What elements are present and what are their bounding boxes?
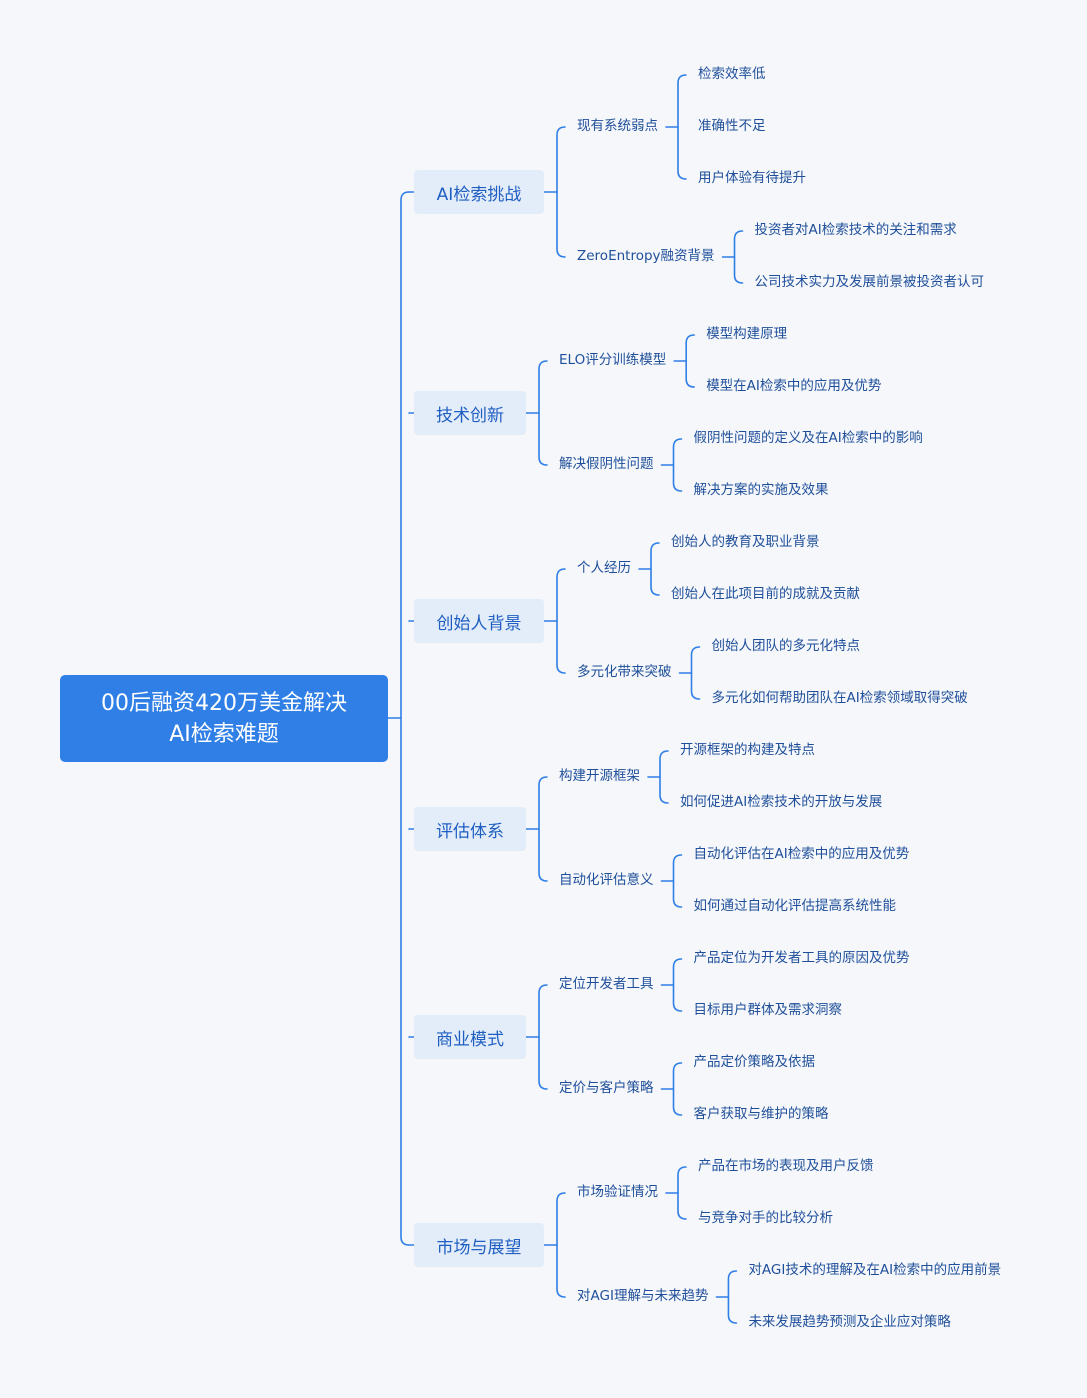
leaf-topic[interactable]: 与竞争对手的比较分析 (697, 1210, 833, 1226)
leaf-topic[interactable]: 如何促进AI检索技术的开放与发展 (679, 794, 883, 810)
leaf-bracket (727, 1270, 738, 1324)
leaf-bracket (677, 1166, 687, 1220)
leaf-bracket (672, 438, 683, 492)
sub-bracket (556, 568, 566, 674)
leaf-bracket (677, 74, 687, 180)
sub-topic[interactable]: 现有系统弱点 (577, 118, 658, 134)
sub-bracket (538, 776, 548, 882)
leaf-topic[interactable]: 如何通过自动化评估提高系统性能 (693, 898, 896, 914)
sub-topic[interactable]: 解决假阴性问题 (559, 456, 654, 472)
leaf-topic[interactable]: 目标用户群体及需求洞察 (693, 1002, 842, 1018)
leaf-topic[interactable]: 解决方案的实施及效果 (693, 482, 829, 498)
branch-topic[interactable]: 商业模式 (414, 1015, 526, 1059)
leaf-bracket (672, 854, 683, 908)
leaf-topic[interactable]: 公司技术实力及发展前景被投资者认可 (754, 274, 985, 290)
root-topic[interactable]: 00后融资420万美金解决 AI检索难题 (60, 675, 388, 762)
sub-topic[interactable]: 对AGI理解与未来趋势 (577, 1288, 709, 1304)
sub-topic[interactable]: 构建开源框架 (559, 768, 640, 784)
leaf-topic[interactable]: 假阴性问题的定义及在AI检索中的影响 (693, 430, 923, 446)
leaf-bracket (659, 750, 669, 804)
leaf-topic[interactable]: 客户获取与维护的策略 (693, 1106, 829, 1122)
branch-topic[interactable]: AI检索挑战 (414, 170, 544, 214)
sub-topic[interactable]: 市场验证情况 (577, 1184, 658, 1200)
leaf-bracket (733, 230, 744, 284)
leaf-topic[interactable]: 多元化如何帮助团队在AI检索领域取得突破 (711, 690, 968, 706)
sub-topic[interactable]: 定价与客户策略 (559, 1080, 654, 1096)
leaf-topic[interactable]: 模型在AI检索中的应用及优势 (706, 378, 882, 394)
sub-bracket (556, 126, 566, 258)
leaf-topic[interactable]: 产品在市场的表现及用户反馈 (697, 1158, 874, 1174)
leaf-topic[interactable]: 对AGI技术的理解及在AI检索中的应用前景 (748, 1262, 1002, 1278)
root-topic-line-1: 00后融资420万美金解决 (101, 690, 347, 716)
leaf-bracket (650, 542, 660, 596)
trunk-line (400, 191, 410, 1246)
sub-topic[interactable]: ELO评分训练模型 (559, 352, 667, 368)
root-topic-line-2: AI检索难题 (169, 721, 279, 747)
sub-topic[interactable]: 自动化评估意义 (559, 872, 654, 888)
leaf-topic[interactable]: 模型构建原理 (706, 326, 788, 342)
leaf-bracket (672, 958, 683, 1012)
branch-topic[interactable]: 创始人背景 (414, 599, 544, 643)
leaf-topic[interactable]: 创始人在此项目前的成就及贡献 (670, 586, 860, 602)
leaf-topic[interactable]: 投资者对AI检索技术的关注和需求 (754, 222, 957, 238)
leaf-topic[interactable]: 未来发展趋势预测及企业应对策略 (748, 1314, 951, 1330)
sub-topic[interactable]: 定位开发者工具 (559, 976, 654, 992)
branch-topic[interactable]: 市场与展望 (414, 1223, 544, 1267)
sub-topic[interactable]: 个人经历 (577, 560, 631, 576)
leaf-topic[interactable]: 准确性不足 (697, 118, 766, 134)
branch-topic[interactable]: 技术创新 (414, 391, 526, 435)
leaf-topic[interactable]: 产品定位为开发者工具的原因及优势 (693, 950, 910, 966)
leaf-bracket (672, 1062, 683, 1116)
leaf-topic[interactable]: 创始人的教育及职业背景 (670, 534, 820, 550)
leaf-bracket (690, 646, 701, 700)
leaf-topic[interactable]: 开源框架的构建及特点 (679, 742, 815, 758)
leaf-topic[interactable]: 用户体验有待提升 (697, 170, 806, 186)
sub-bracket (556, 1192, 566, 1298)
leaf-topic[interactable]: 产品定价策略及依据 (693, 1054, 815, 1070)
sub-bracket (538, 360, 548, 466)
leaf-topic[interactable]: 自动化评估在AI检索中的应用及优势 (693, 846, 910, 862)
branch-topic[interactable]: 评估体系 (414, 807, 526, 851)
sub-topic[interactable]: 多元化带来突破 (577, 664, 672, 680)
leaf-topic[interactable]: 创始人团队的多元化特点 (711, 638, 860, 654)
sub-bracket (538, 984, 548, 1090)
leaf-bracket (685, 334, 695, 388)
leaf-topic[interactable]: 检索效率低 (697, 66, 766, 82)
sub-topic[interactable]: ZeroEntropy融资背景 (577, 248, 715, 264)
